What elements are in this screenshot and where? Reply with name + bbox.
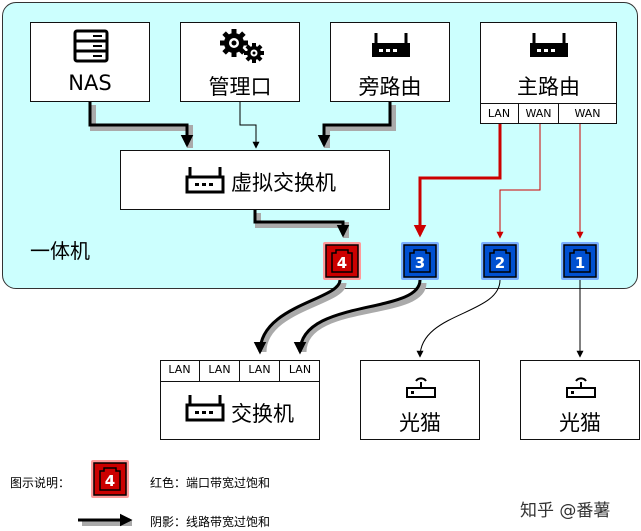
virtual-switch-label: 虚拟交换机	[231, 171, 336, 195]
legend-port: 4	[91, 460, 129, 502]
main-router-label: 主路由	[517, 75, 580, 99]
legend-title: 图示说明：	[10, 476, 71, 490]
router-icon	[372, 33, 410, 57]
bypass-router-box: 旁路由	[330, 22, 450, 102]
main-router-box: 主路由 LAN WAN WAN	[480, 22, 617, 124]
main-router-port-lan: LAN	[480, 104, 519, 124]
svg-text:4: 4	[105, 472, 115, 490]
legend-red-text: 红色：端口带宽过饱和	[150, 476, 271, 490]
line-wan-port2	[496, 124, 541, 239]
switch-port-lan: LAN	[240, 360, 280, 381]
switch-label: 交换机	[231, 402, 294, 426]
line-mgmt-vswitch	[239, 102, 260, 149]
modem-icon	[566, 377, 596, 398]
switch-port-lan: LAN	[288, 363, 312, 376]
svg-text:2: 2	[495, 254, 505, 272]
ethernet-port-4: 4	[323, 242, 361, 280]
switch-box: LAN LAN LAN LAN 交换机	[160, 360, 320, 440]
nas-label: NAS	[68, 71, 112, 95]
line-bypass-vswitch	[317, 102, 392, 148]
line-nas-vswitch	[88, 102, 194, 148]
main-router-port-wan: WAN	[519, 104, 559, 124]
modem-label: 光猫	[559, 411, 601, 435]
legend-shadow-text: 阴影：线路带宽过饱和	[150, 515, 271, 529]
nas-box: NAS	[30, 22, 150, 102]
main-router-port-wan: WAN	[574, 107, 601, 120]
modem-box: 光猫	[520, 360, 640, 440]
virtual-switch-box: 虚拟交换机	[120, 150, 390, 210]
line-port4-switch	[253, 279, 342, 355]
ethernet-port-3: 3	[401, 242, 439, 280]
main-router-port-strip: LAN WAN WAN	[480, 103, 617, 124]
mgmt-label: 管理口	[208, 75, 272, 99]
modem-label: 光猫	[399, 411, 441, 435]
router-icon	[185, 395, 225, 422]
svg-text:3: 3	[415, 254, 425, 272]
mgmt-box: 管理口	[180, 22, 300, 102]
gears-icon	[220, 29, 264, 63]
switch-port-lan: LAN	[200, 360, 240, 381]
ethernet-port-2: 2	[481, 242, 519, 280]
svg-text:1: 1	[575, 254, 585, 272]
switch-port-lan: LAN	[160, 360, 200, 381]
line-port3-switch	[293, 279, 422, 355]
modem-icon	[406, 377, 436, 398]
bypass-router-label: 旁路由	[358, 75, 422, 99]
watermark: 知乎 @番薯	[520, 501, 611, 521]
router-icon	[185, 167, 225, 194]
ethernet-port-1: 1	[561, 242, 599, 280]
svg-text:4: 4	[337, 254, 347, 272]
switch-port-strip: LAN LAN LAN LAN	[160, 360, 320, 382]
line-lan-port3	[413, 124, 502, 238]
line-port2-modem	[416, 279, 501, 358]
line-vswitch-port4	[253, 210, 350, 238]
modem-box: 光猫	[360, 360, 480, 440]
router-icon	[530, 33, 568, 57]
server-icon	[73, 29, 109, 63]
enclosure-label: 一体机	[30, 239, 90, 263]
